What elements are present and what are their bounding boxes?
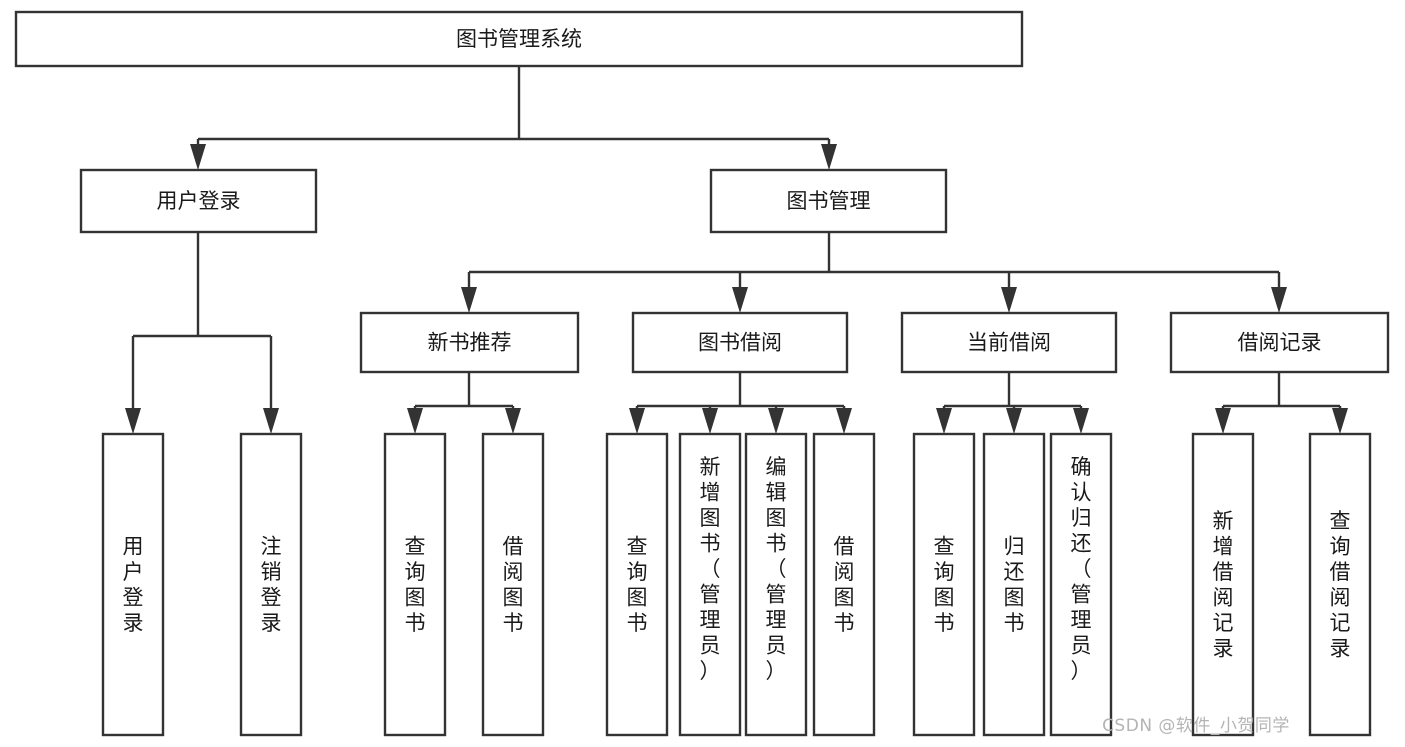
arrow-head-icon [732, 287, 748, 313]
node-book-borrow[interactable]: 图书借阅 [631, 311, 849, 374]
node-label-user-login: 用户登录 [157, 189, 241, 213]
node-box-leaf-add-book[interactable] [678, 432, 742, 737]
watermark-layer: CSDN @软件_小贺同学 [1102, 716, 1290, 736]
node-box-leaf-query-book-3[interactable] [912, 432, 976, 737]
node-label-borrow-record: 借阅记录 [1238, 331, 1322, 355]
node-label-book-borrow: 图书借阅 [698, 331, 782, 355]
arrow-head-icon [836, 408, 852, 434]
arrow-head-icon [1332, 408, 1348, 434]
node-book-manage[interactable]: 图书管理 [709, 168, 948, 234]
edge-group-user-login-to-leaves [125, 232, 279, 434]
node-box-leaf-user-login[interactable] [101, 432, 165, 737]
node-leaf-query-book-2[interactable]: 查询图书 [605, 432, 669, 737]
node-label-leaf-return-book: 归还图书 [1004, 534, 1025, 635]
arrow-head-icon [1073, 408, 1089, 434]
edge-group-borrow-record-to-leaves [1215, 372, 1348, 434]
arrow-head-icon [768, 408, 784, 434]
node-box-user-login[interactable] [79, 168, 318, 234]
node-leaf-confirm-return[interactable]: 确认归还（管理员） [1049, 432, 1113, 737]
node-label-leaf-query-record: 查询借阅记录 [1330, 509, 1351, 661]
arrow-head-icon [1271, 287, 1287, 313]
node-borrow-record[interactable]: 借阅记录 [1169, 311, 1390, 374]
arrow-head-icon [263, 408, 279, 434]
arrow-head-icon [461, 287, 477, 313]
node-label-new-book-rec: 新书推荐 [428, 331, 512, 355]
arrow-head-icon [1006, 408, 1022, 434]
node-box-current-borrow[interactable] [900, 311, 1118, 374]
node-user-login[interactable]: 用户登录 [79, 168, 318, 234]
node-label-leaf-query-book-2: 查询图书 [627, 534, 648, 635]
node-box-leaf-add-record[interactable] [1191, 432, 1255, 737]
node-box-leaf-borrow-book-2[interactable] [812, 432, 876, 737]
node-label-current-borrow: 当前借阅 [967, 331, 1051, 355]
arrow-head-icon [1215, 408, 1231, 434]
node-box-leaf-query-record[interactable] [1308, 432, 1372, 737]
arrow-head-icon [505, 408, 521, 434]
arrow-head-icon [629, 408, 645, 434]
node-label-leaf-user-login: 用户登录 [123, 534, 144, 635]
edge-group-book-manage-to-level2 [461, 232, 1287, 313]
node-leaf-logout[interactable]: 注销登录 [239, 432, 303, 737]
edge-group-book-borrow-to-leaves [629, 372, 852, 434]
arrow-head-icon [1001, 287, 1017, 313]
connector-edges-layer [125, 66, 1348, 434]
arrow-head-icon [936, 408, 952, 434]
node-label-leaf-edit-book: 编辑图书（管理员） [766, 455, 787, 683]
node-leaf-borrow-book-2[interactable]: 借阅图书 [812, 432, 876, 737]
edge-group-current-borrow-to-leaves [936, 372, 1089, 434]
arrow-head-icon [407, 408, 423, 434]
node-label-leaf-add-book: 新增图书（管理员） [700, 455, 721, 683]
node-label-leaf-logout: 注销登录 [261, 534, 282, 635]
node-leaf-add-record[interactable]: 新增借阅记录 [1191, 432, 1255, 737]
node-box-leaf-borrow-book-1[interactable] [481, 432, 545, 737]
node-box-root[interactable] [14, 10, 1024, 68]
node-current-borrow[interactable]: 当前借阅 [900, 311, 1118, 374]
arrow-head-icon [125, 408, 141, 434]
node-label-leaf-add-record: 新增借阅记录 [1213, 509, 1234, 661]
node-box-new-book-rec[interactable] [359, 311, 580, 374]
node-box-book-borrow[interactable] [631, 311, 849, 374]
node-leaf-query-book-3[interactable]: 查询图书 [912, 432, 976, 737]
node-label-leaf-borrow-book-1: 借阅图书 [503, 534, 524, 635]
node-label-leaf-borrow-book-2: 借阅图书 [834, 534, 855, 635]
arrow-head-icon [190, 144, 206, 170]
node-box-leaf-confirm-return[interactable] [1049, 432, 1113, 737]
node-box-leaf-logout[interactable] [239, 432, 303, 737]
node-leaf-add-book[interactable]: 新增图书（管理员） [678, 432, 742, 737]
node-label-leaf-confirm-return: 确认归还（管理员） [1071, 455, 1092, 683]
arrow-head-icon [821, 144, 837, 170]
node-box-leaf-query-book-1[interactable] [383, 432, 447, 737]
node-leaf-borrow-book-1[interactable]: 借阅图书 [481, 432, 545, 737]
edge-group-root-to-level1 [190, 66, 837, 170]
node-new-book-rec[interactable]: 新书推荐 [359, 311, 580, 374]
node-leaf-query-book-1[interactable]: 查询图书 [383, 432, 447, 737]
node-label-root: 图书管理系统 [456, 27, 582, 51]
csdn-watermark: CSDN @软件_小贺同学 [1102, 716, 1290, 736]
node-box-leaf-return-book[interactable] [982, 432, 1046, 737]
node-leaf-query-record[interactable]: 查询借阅记录 [1308, 432, 1372, 737]
node-box-book-manage[interactable] [709, 168, 948, 234]
node-root[interactable]: 图书管理系统 [14, 10, 1024, 68]
node-boxes-layer: 图书管理系统用户登录图书管理新书推荐图书借阅当前借阅借阅记录用户登录注销登录查询… [14, 10, 1390, 737]
node-label-leaf-query-book-1: 查询图书 [405, 534, 426, 635]
node-label-book-manage: 图书管理 [787, 189, 871, 213]
node-box-borrow-record[interactable] [1169, 311, 1390, 374]
node-leaf-edit-book[interactable]: 编辑图书（管理员） [744, 432, 808, 737]
node-leaf-user-login[interactable]: 用户登录 [101, 432, 165, 737]
node-leaf-return-book[interactable]: 归还图书 [982, 432, 1046, 737]
node-box-leaf-edit-book[interactable] [744, 432, 808, 737]
node-label-leaf-query-book-3: 查询图书 [934, 534, 955, 635]
arrow-head-icon [702, 408, 718, 434]
node-box-leaf-query-book-2[interactable] [605, 432, 669, 737]
edge-group-new-book-rec-to-leaves [407, 372, 521, 434]
